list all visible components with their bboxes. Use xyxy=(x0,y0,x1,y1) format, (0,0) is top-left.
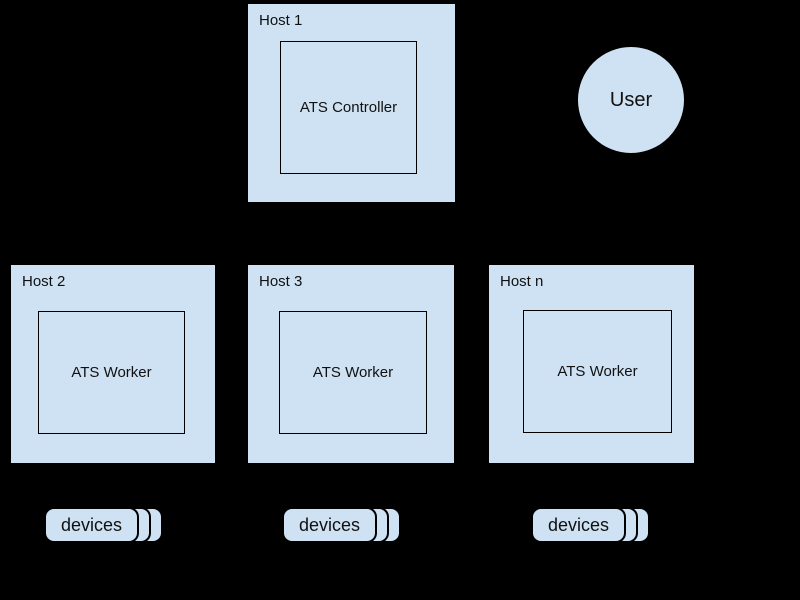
host-1-box: Host 1 ATS Controller xyxy=(247,3,456,203)
ats-controller-label: ATS Controller xyxy=(299,99,398,116)
device-card: devices xyxy=(44,507,139,543)
ats-worker-label-2: ATS Worker xyxy=(312,364,394,381)
ats-worker-label-1: ATS Worker xyxy=(71,364,152,381)
host-n-label: Host n xyxy=(500,273,544,290)
user-label: User xyxy=(609,88,653,111)
ats-worker-label-n: ATS Worker xyxy=(557,363,638,380)
ats-controller-box: ATS Controller xyxy=(280,41,417,174)
device-card: devices xyxy=(282,507,377,543)
devices-label-1: devices xyxy=(60,514,123,535)
host-2-label: Host 2 xyxy=(22,273,66,290)
host-n-box: Host n ATS Worker xyxy=(488,264,695,464)
ats-worker-box-1: ATS Worker xyxy=(38,311,185,434)
device-stack-3: devices xyxy=(531,507,653,545)
host-3-box: Host 3 ATS Worker xyxy=(247,264,455,464)
devices-label-2: devices xyxy=(298,514,361,535)
host-2-box: Host 2 ATS Worker xyxy=(10,264,216,464)
ats-worker-box-n: ATS Worker xyxy=(523,310,672,433)
ats-worker-box-2: ATS Worker xyxy=(279,311,427,434)
device-stack-1: devices xyxy=(44,507,166,545)
user-circle: User xyxy=(577,46,685,154)
device-card: devices xyxy=(531,507,626,543)
host-1-label: Host 1 xyxy=(259,12,303,29)
host-3-label: Host 3 xyxy=(259,273,303,290)
device-stack-2: devices xyxy=(282,507,404,545)
devices-label-3: devices xyxy=(547,514,610,535)
